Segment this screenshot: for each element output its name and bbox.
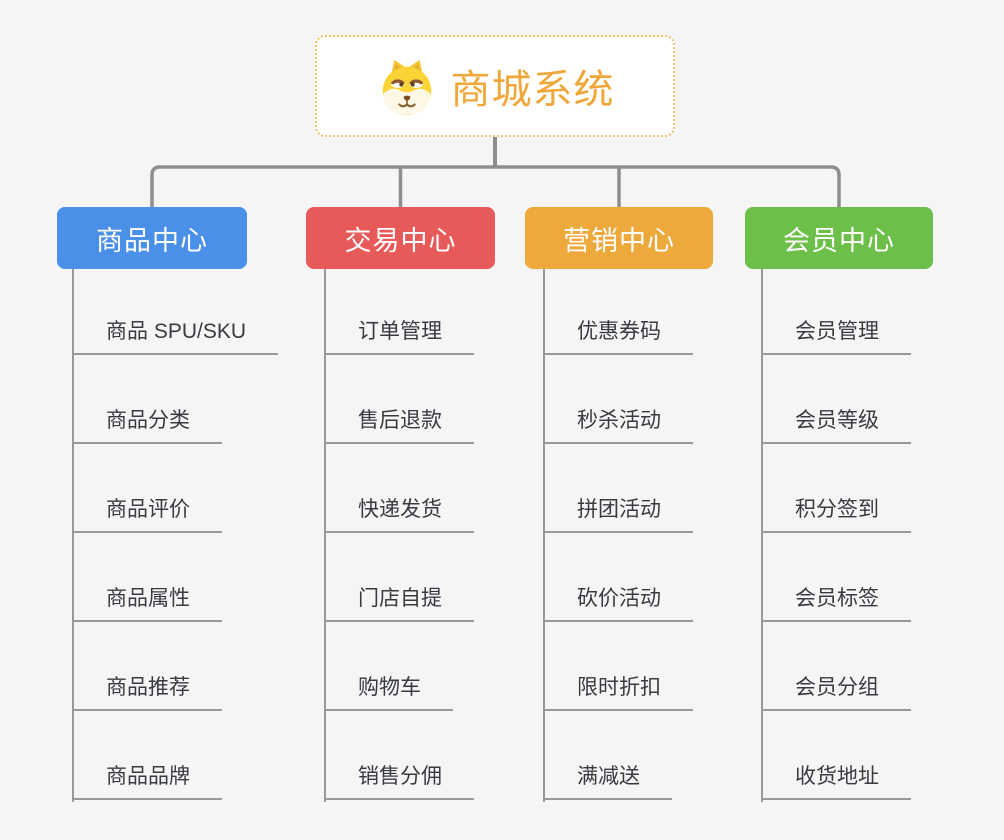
child-node-marketing-center-5[interactable]: 限时折扣 [543, 673, 693, 711]
child-node-member-center-6[interactable]: 收货地址 [761, 762, 911, 800]
child-node-product-center-3[interactable]: 商品评价 [72, 495, 222, 533]
child-node-marketing-center-3[interactable]: 拼团活动 [543, 495, 693, 533]
branch-label-marketing-center: 营销中心 [563, 225, 675, 256]
branch-node-trade-center[interactable]: 交易中心 [306, 207, 495, 269]
branch-drop-line-trade-center [324, 269, 326, 802]
root-node-title: 商城系统 [450, 68, 615, 112]
child-node-trade-center-5[interactable]: 购物车 [324, 673, 453, 711]
child-node-trade-center-2[interactable]: 售后退款 [324, 406, 474, 444]
dog-logo-icon [382, 59, 431, 116]
child-node-marketing-center-4[interactable]: 砍价活动 [543, 584, 693, 622]
branch-label-trade-center: 交易中心 [344, 225, 457, 256]
child-node-trade-center-1[interactable]: 订单管理 [324, 317, 474, 355]
branch-drop-line-marketing-center [543, 269, 545, 802]
child-node-product-center-6[interactable]: 商品品牌 [72, 762, 222, 800]
child-node-marketing-center-6[interactable]: 满减送 [543, 762, 672, 800]
child-node-member-center-5[interactable]: 会员分组 [761, 673, 911, 711]
child-node-trade-center-6[interactable]: 销售分佣 [324, 762, 474, 800]
branch-drop-line-product-center [72, 269, 74, 802]
child-node-trade-center-3[interactable]: 快递发货 [324, 495, 474, 533]
branch-node-product-center[interactable]: 商品中心 [57, 207, 247, 269]
branch-node-marketing-center[interactable]: 营销中心 [525, 207, 713, 269]
child-node-marketing-center-1[interactable]: 优惠券码 [543, 317, 693, 355]
child-node-member-center-1[interactable]: 会员管理 [761, 317, 911, 355]
root-node-mall-system[interactable]: 商城系统 [315, 35, 675, 137]
child-node-member-center-3[interactable]: 积分签到 [761, 495, 911, 533]
child-node-trade-center-4[interactable]: 门店自提 [324, 584, 474, 622]
child-node-product-center-1[interactable]: 商品 SPU/SKU [72, 317, 279, 355]
child-node-member-center-2[interactable]: 会员等级 [761, 406, 911, 444]
child-node-product-center-4[interactable]: 商品属性 [72, 584, 222, 622]
branch-label-product-center: 商品中心 [96, 225, 208, 256]
child-node-member-center-4[interactable]: 会员标签 [761, 584, 911, 622]
child-node-marketing-center-2[interactable]: 秒杀活动 [543, 406, 693, 444]
branch-drop-line-member-center [761, 269, 763, 802]
child-node-product-center-2[interactable]: 商品分类 [72, 406, 222, 444]
branch-node-member-center[interactable]: 会员中心 [745, 207, 933, 269]
child-node-product-center-5[interactable]: 商品推荐 [72, 673, 222, 711]
branch-label-member-center: 会员中心 [783, 225, 895, 256]
